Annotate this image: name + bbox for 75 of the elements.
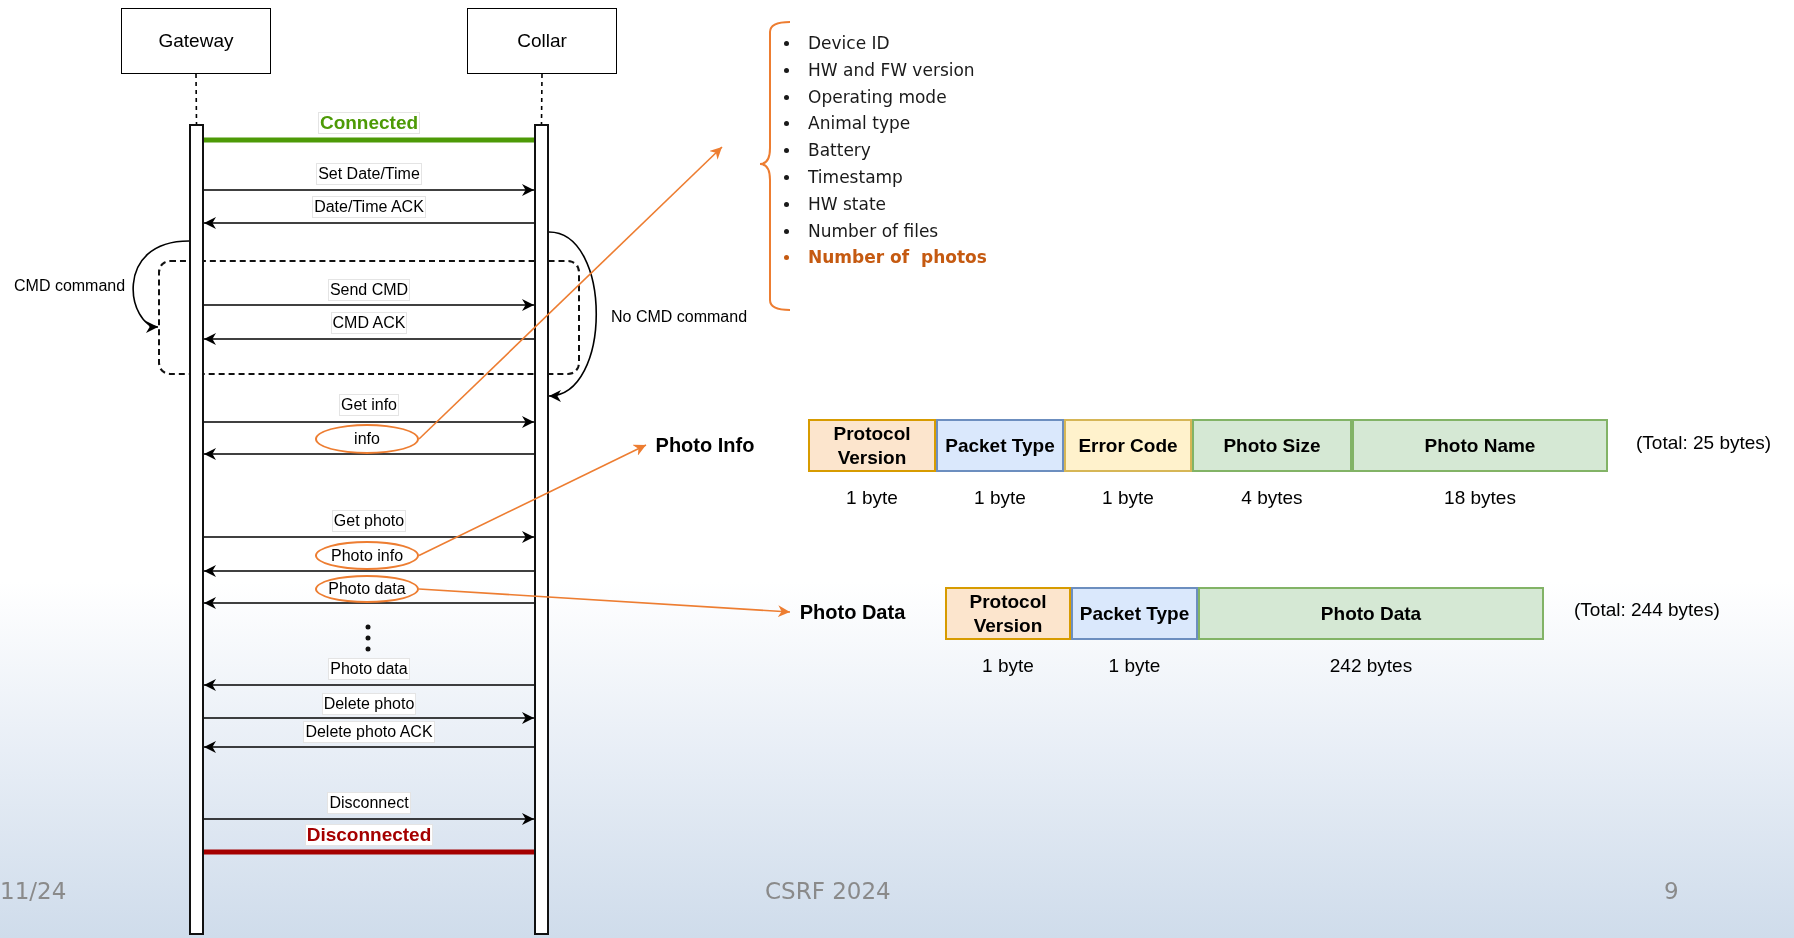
activation-bar	[189, 124, 204, 935]
arrow	[203, 217, 535, 229]
byte-count: 1 byte	[1107, 654, 1162, 678]
edge-label: Delete photo	[321, 693, 417, 715]
field-cell: Photo Name	[1352, 419, 1608, 472]
edge-label: Disconnect	[327, 792, 411, 814]
edge-label: Set Date/Time	[316, 163, 422, 185]
arrow	[203, 448, 535, 460]
byte-count: 1 byte	[845, 486, 899, 510]
participant-box: Gateway	[121, 8, 271, 74]
participant-box: Collar	[467, 8, 617, 74]
field-cell: Packet Type	[936, 419, 1064, 472]
bullet-item: Device ID	[808, 33, 890, 53]
bullet-item: Number of files	[808, 220, 939, 241]
byte-count: 18 bytes	[1443, 486, 1517, 510]
arrow	[132, 240, 190, 331]
arrow	[203, 741, 535, 753]
edge-label: Delete photo ACK	[303, 721, 435, 743]
arrow	[418, 588, 791, 618]
bullet-item: Number of photos	[808, 247, 987, 268]
lifeline	[540, 73, 543, 125]
edge-label: Photo data	[328, 658, 410, 680]
row-title: Photo Data	[790, 597, 915, 627]
lifeline	[195, 73, 198, 125]
field-cell: Photo Size	[1192, 419, 1352, 472]
status-line	[204, 137, 534, 143]
arrow	[203, 531, 535, 543]
edge-label: Get photo	[331, 510, 407, 532]
byte-count: 4 bytes	[1240, 486, 1304, 510]
bullet-item: HW state	[808, 193, 887, 214]
byte-count: 1 byte	[973, 486, 1027, 510]
status-label: Connected	[317, 112, 421, 134]
field-cell: Protocol Version	[808, 419, 936, 472]
arrow	[203, 333, 535, 345]
activation-bar	[534, 124, 549, 935]
row-title: Photo Info	[646, 430, 764, 460]
arrow	[203, 597, 535, 609]
arrow	[418, 146, 723, 440]
field-cell: Protocol Version	[945, 587, 1071, 640]
highlight-ellipse: Photo info	[315, 541, 419, 570]
status-label: Disconnected	[304, 824, 434, 846]
byte-count: 242 bytes	[1328, 654, 1414, 678]
edge-label: CMD command	[14, 276, 126, 296]
byte-count: 1 byte	[1101, 486, 1155, 510]
byte-count: 1 byte	[981, 654, 1035, 678]
arrow	[203, 679, 535, 691]
bullet-item: HW and FW version	[808, 59, 975, 80]
edge-label: Send CMD	[327, 279, 411, 301]
total-size-note: (Total: 244 bytes)	[1574, 599, 1720, 621]
highlight-ellipse: Photo data	[315, 575, 419, 603]
field-cell: Error Code	[1064, 419, 1192, 472]
status-line	[204, 849, 534, 855]
field-cell: Packet Type	[1071, 587, 1198, 640]
arrow	[203, 565, 535, 577]
arrow	[203, 712, 535, 724]
field-cell: Photo Data	[1198, 587, 1544, 640]
arrow	[203, 184, 535, 196]
slide-footer: CSRF 2024	[765, 878, 891, 904]
bullet-item: Battery	[808, 140, 871, 161]
bullet-item: Operating mode	[808, 86, 947, 107]
total-size-note: (Total: 25 bytes)	[1636, 432, 1772, 454]
edge-label: Date/Time ACK	[312, 196, 426, 218]
edge-label: Get info	[339, 394, 399, 416]
edge-label: CMD ACK	[330, 312, 408, 334]
arrow	[548, 231, 598, 400]
page-number: 9	[1664, 878, 1679, 904]
arrow	[203, 299, 535, 311]
arrow	[203, 416, 535, 428]
slide-date: 11/24	[0, 878, 67, 904]
highlight-ellipse: info	[315, 424, 419, 454]
arrow	[203, 813, 535, 825]
bullet-item: Animal type	[808, 113, 911, 134]
bullet-item: Timestamp	[808, 167, 903, 187]
edge-label: No CMD command	[611, 307, 748, 327]
arrow	[418, 444, 647, 557]
